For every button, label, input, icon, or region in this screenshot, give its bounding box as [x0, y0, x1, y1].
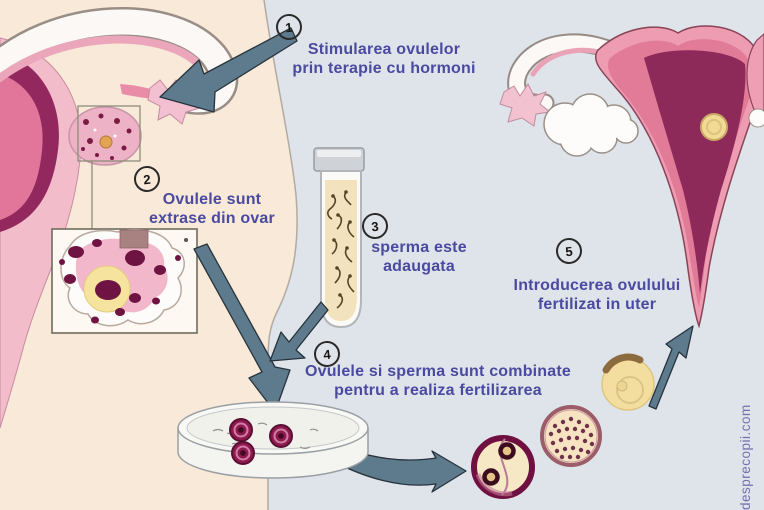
ovary-icon — [68, 106, 142, 166]
egg-cell-icon — [269, 424, 293, 448]
step-4-label-line2: pentru a realiza fertilizarea — [334, 382, 542, 399]
ovary-magnified-icon — [59, 229, 188, 327]
step-1-label: Stimularea ovulelor prin terapie cu horm… — [258, 40, 510, 78]
blastocyst-icon — [601, 353, 655, 411]
step-2-label-line2: extrase din ovar — [149, 210, 275, 227]
zygote-two-cell-icon — [471, 435, 535, 499]
egg-cell-icon — [231, 441, 255, 465]
petri-dish-icon — [177, 401, 369, 479]
arrow-to-uterus-icon — [648, 325, 694, 410]
arrow-ovary-to-dish-icon — [193, 243, 291, 413]
watermark: desprecopii.com — [738, 404, 753, 510]
arrow-tube-to-dish-icon — [269, 301, 329, 362]
step-2-label-line1: Ovulele sunt — [162, 191, 262, 208]
step-5-label-line2: fertilizat in uter — [537, 296, 657, 313]
ovary-zoom-callout — [51, 105, 198, 334]
step-5-label: Introducerea ovulului fertilizat in uter — [492, 276, 702, 314]
step-3-label-line1: sperma este — [371, 239, 467, 256]
step-4-label-line1: Ovulele si sperma sunt combinate — [304, 363, 572, 380]
step-1-label-line1: Stimularea ovulelor — [307, 41, 461, 58]
step-3-label: sperma este adaugata — [360, 238, 478, 276]
step-5-label-line1: Introducerea ovulului — [513, 277, 681, 294]
step-3-label-line2: adaugata — [383, 258, 455, 275]
step-1-label-line2: prin terapie cu hormoni — [292, 60, 476, 77]
step-2-label: Ovulele sunt extrase din ovar — [136, 190, 288, 228]
morula-icon — [540, 405, 602, 467]
arrow-step1-icon — [159, 27, 298, 113]
test-tube-icon — [313, 147, 365, 329]
uterus-left-illustration — [0, 7, 239, 429]
implanted-embryo-icon — [700, 113, 728, 141]
step-4-label: Ovulele si sperma sunt combinate pentru … — [288, 362, 588, 400]
egg-cell-icon — [229, 418, 253, 442]
uterus-right-illustration — [499, 25, 764, 329]
ovary-right-icon — [543, 93, 764, 157]
